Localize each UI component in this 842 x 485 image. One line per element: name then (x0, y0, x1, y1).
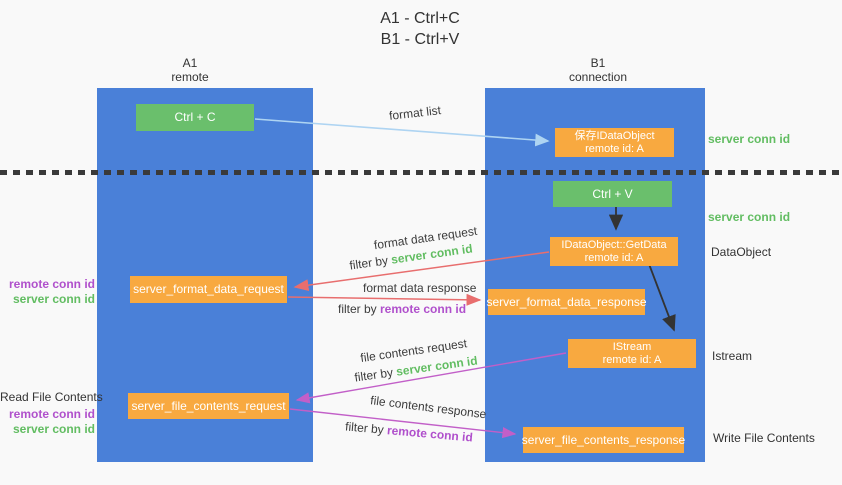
node-getdata-line2: remote id: A (584, 251, 644, 264)
node-file-response-label: server_file_contents_response (521, 432, 686, 447)
node-save-dataobject: 保存IDataObject remote id: A (555, 128, 674, 157)
node-save-dataobject-line2: remote id: A (585, 142, 644, 155)
title-line-2: B1 - Ctrl+V (380, 31, 460, 48)
filter-by-text: filter by (353, 364, 398, 385)
annotation-write-file-contents: Write File Contents (713, 431, 815, 445)
node-ctrl-c-label: Ctrl + C (174, 110, 216, 124)
filter-remote-conn-id-text: remote conn id (380, 302, 467, 316)
annotation-read-file-contents: Read File Contents (0, 390, 103, 404)
lane-b1-role: connection (568, 70, 628, 84)
node-save-dataobject-line1: 保存IDataObject (574, 129, 655, 142)
node-istream: IStream remote id: A (568, 339, 696, 368)
node-server-file-contents-request: server_file_contents_request (128, 393, 289, 419)
edge-label-file-filter-remote: filter by remote conn id (344, 419, 475, 444)
annotation-format-server-conn-id: server conn id (12, 292, 95, 306)
node-ctrl-c: Ctrl + C (136, 104, 254, 131)
edge-label-format-data-response: format data response (363, 281, 477, 295)
diagram-title: A1 - Ctrl+C B1 - Ctrl+V (300, 8, 540, 50)
node-server-format-data-request: server_format_data_request (130, 276, 287, 303)
node-getdata-line1: IDataObject::GetData (561, 238, 667, 251)
copy-paste-divider (0, 170, 842, 175)
title-line-1: A1 - Ctrl+C (380, 10, 460, 27)
filter-by-text: filter by (338, 302, 381, 316)
annotation-file-server-conn-id: server conn id (12, 422, 95, 436)
annotation-file-remote-conn-id: remote conn id (8, 407, 95, 421)
annotation-dataobject: DataObject (711, 245, 772, 259)
annotation-server-conn-id-mid: server conn id (708, 210, 791, 224)
node-file-request-label: server_file_contents_request (131, 398, 286, 413)
arrow-format-data-response (287, 293, 482, 306)
filter-remote-conn-id-text: remote conn id (386, 423, 474, 445)
lane-b1-name: B1 (590, 56, 606, 70)
filter-by-text: filter by (344, 419, 388, 438)
node-istream-line1: IStream (612, 340, 652, 353)
edge-label-format-filter-remote: filter by remote conn id (338, 302, 467, 316)
node-server-file-contents-response: server_file_contents_response (521, 427, 686, 453)
lane-a1-role: remote (171, 70, 209, 84)
filter-by-text: filter by (348, 252, 393, 273)
node-istream-line2: remote id: A (602, 353, 662, 366)
node-format-request-label: server_format_data_request (133, 282, 284, 296)
annotation-istream: Istream (712, 349, 753, 363)
edge-label-file-contents-response: file contents response (369, 393, 488, 422)
annotation-format-remote-conn-id: remote conn id (8, 277, 95, 291)
lane-header-a1: A1 remote (130, 56, 250, 84)
lane-a1-name: A1 (182, 56, 198, 70)
edge-label-format-list: format list (388, 103, 442, 123)
lane-header-b1: B1 connection (538, 56, 658, 84)
node-idataobject-getdata: IDataObject::GetData remote id: A (550, 237, 678, 266)
node-server-format-data-response: server_format_data_response (486, 289, 647, 315)
node-ctrl-v: Ctrl + V (553, 181, 672, 207)
node-ctrl-v-label: Ctrl + V (592, 186, 633, 201)
node-format-response-label: server_format_data_response (486, 294, 647, 309)
annotation-server-conn-id-top: server conn id (708, 132, 791, 146)
